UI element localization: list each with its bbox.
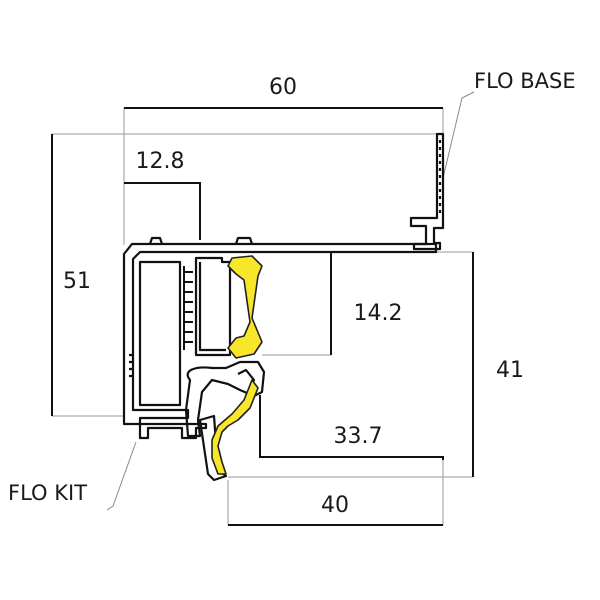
dim-line-diffuser-width xyxy=(259,395,444,460)
callout-kit: FLO KIT xyxy=(8,441,137,511)
dim-right-height: 41 xyxy=(496,358,524,383)
callout-kit-label: FLO KIT xyxy=(8,481,87,505)
dimension-labels: 60 12.8 51 14.2 41 33.7 40 xyxy=(63,75,524,518)
dim-bottom-width: 40 xyxy=(321,493,349,518)
dimension-lines xyxy=(51,107,474,526)
callout-base: FLO BASE xyxy=(442,69,576,179)
dim-line-flange-width xyxy=(124,182,201,240)
dim-inner-depth: 14.2 xyxy=(354,301,403,326)
extension-lines xyxy=(52,108,473,525)
dim-overall-width: 60 xyxy=(269,75,297,100)
dim-diffuser-width: 33.7 xyxy=(334,424,383,449)
heatsink-fins xyxy=(183,266,193,350)
callout-base-label: FLO BASE xyxy=(474,69,576,93)
led-strip xyxy=(211,255,263,475)
flo-base-profile xyxy=(409,132,445,251)
flo-kit-profile xyxy=(122,236,438,482)
dim-flange-width: 12.8 xyxy=(136,149,185,174)
dim-overall-height: 51 xyxy=(63,269,91,294)
